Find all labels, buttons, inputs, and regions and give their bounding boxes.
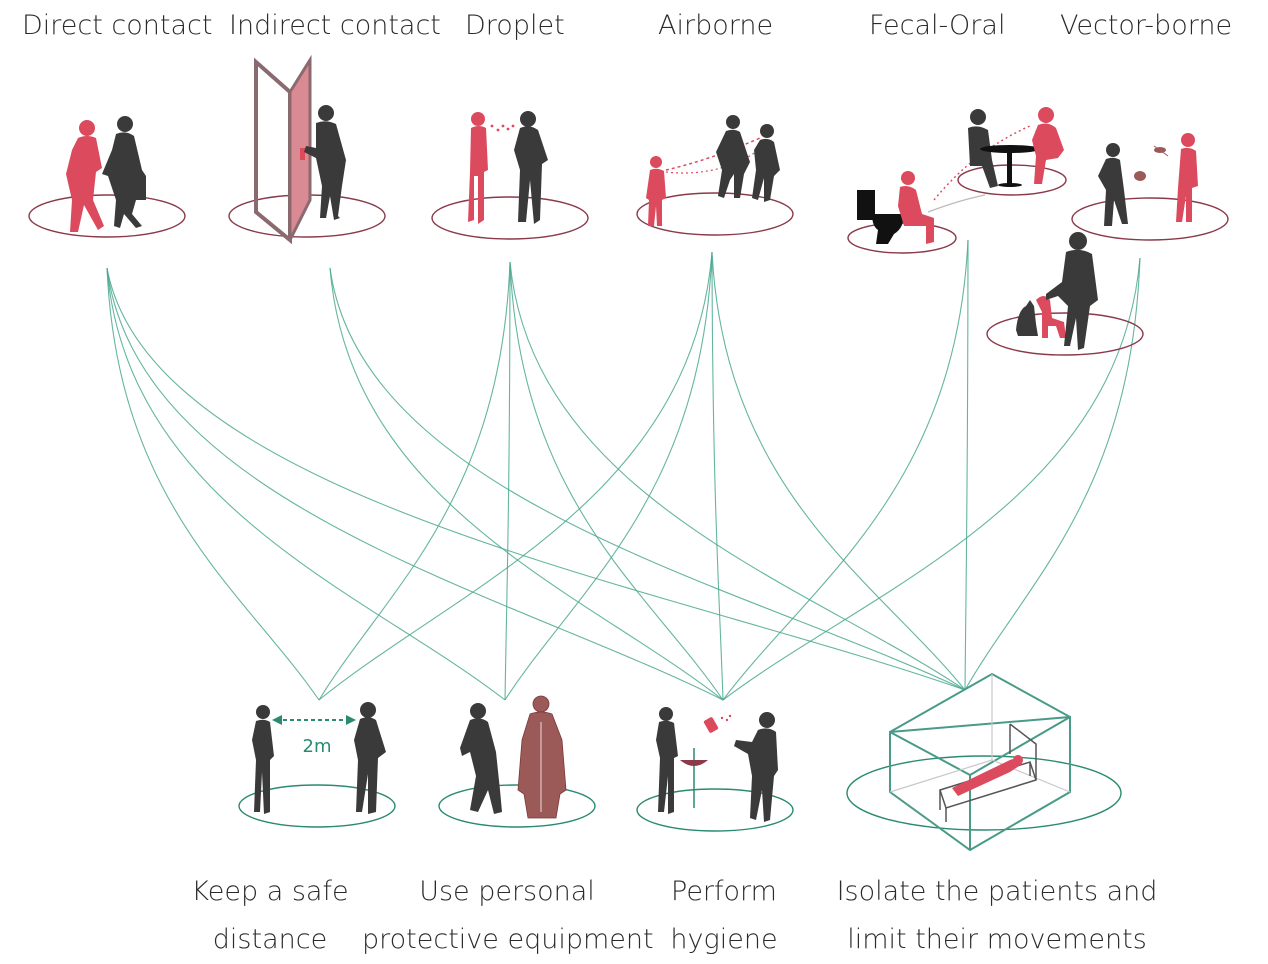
vector-borne-figures	[1098, 133, 1198, 226]
route-rings	[28, 164, 1229, 356]
indirect-contact-figures	[254, 54, 346, 245]
fecal-oral-figures	[857, 107, 1064, 244]
healthy-person-icon	[514, 111, 548, 224]
ring-airborne	[636, 192, 794, 236]
route-label-vector-borne: Vector-borne	[1060, 10, 1233, 41]
infected-person-icon	[646, 156, 666, 226]
route-label-fecal-oral: Fecal-Oral	[869, 10, 1006, 41]
infected-person-icon	[1176, 133, 1198, 222]
distance-marker: 2m	[303, 736, 332, 757]
airborne-figures	[646, 115, 780, 226]
dog-icon	[1036, 296, 1066, 338]
link-indirect-hygiene	[329, 267, 724, 701]
door-icon	[254, 54, 312, 245]
link-airborne-distance	[318, 251, 713, 701]
healthy-person-icon	[304, 105, 346, 220]
ppe-figures	[460, 695, 567, 819]
link-droplet-ppe	[504, 261, 511, 701]
link-vector-hygiene	[722, 257, 1141, 701]
ring-vector-pets	[986, 312, 1144, 356]
infected-person-icon	[898, 171, 934, 244]
intervention-hygiene-line1: Perform	[671, 876, 777, 907]
healthy-person-icon	[968, 109, 998, 188]
healthy-person-icon	[716, 115, 780, 202]
direct-contact-figures	[66, 116, 146, 232]
bed-icon	[939, 723, 1037, 822]
intervention-label-distance: Keep a safe distance	[190, 868, 350, 964]
cat-icon	[1016, 300, 1038, 336]
ppe-suit-icon	[517, 695, 567, 819]
link-droplet-isolate	[509, 261, 966, 691]
link-droplet-distance	[318, 261, 511, 701]
intervention-label-hygiene: Perform hygiene	[660, 868, 788, 964]
link-direct-distance	[106, 267, 320, 701]
link-vector-isolate	[964, 257, 1141, 691]
sink-icon	[680, 748, 708, 808]
link-direct-hygiene	[106, 267, 724, 701]
ring-hygiene	[636, 788, 794, 832]
intervention-isolate-line2: limit their movements	[847, 924, 1147, 955]
healthy-person-icon	[354, 702, 386, 814]
intervention-ppe-line1: Use personal	[419, 876, 595, 907]
link-droplet-hygiene	[509, 261, 724, 701]
mosquito-icon	[1134, 145, 1169, 181]
route-label-droplet: Droplet	[465, 10, 565, 41]
hygiene-figures	[656, 707, 778, 822]
link-indirect-isolate	[329, 267, 966, 691]
patient-icon	[952, 755, 1023, 796]
route-label-airborne: Airborne	[658, 10, 774, 41]
intervention-distance-line2: distance	[212, 924, 328, 955]
intervention-distance-line1: Keep a safe	[191, 876, 349, 907]
intervention-label-isolate: Isolate the patients and limit their mov…	[836, 868, 1158, 964]
intervention-isolate-line1: Isolate the patients and	[836, 876, 1158, 907]
infected-person-icon	[1032, 107, 1064, 184]
vector-pets-figures	[1016, 232, 1098, 350]
infected-person-icon	[468, 112, 488, 224]
link-direct-ppe	[106, 267, 506, 701]
healthy-person-icon	[656, 707, 678, 814]
ring-vector	[1071, 197, 1229, 241]
fecal-transfer-arrow	[927, 194, 986, 213]
ring-direct	[28, 194, 186, 238]
ring-droplet	[431, 196, 589, 240]
link-airborne-isolate	[711, 251, 966, 691]
intervention-label-ppe: Use personal protective equipment	[362, 868, 654, 964]
healthy-person-icon	[102, 116, 146, 228]
healthy-person-icon	[252, 705, 274, 814]
infected-person-icon	[66, 120, 104, 232]
link-direct-isolate	[106, 267, 966, 691]
healthy-person-icon	[1098, 143, 1128, 226]
droplets-icon	[490, 124, 515, 132]
link-fecal-isolate	[964, 239, 969, 691]
intervention-hygiene-line2: hygiene	[670, 924, 778, 955]
intervention-ppe-line2: protective equipment	[362, 924, 654, 955]
link-airborne-ppe	[504, 251, 713, 701]
table-icon	[980, 145, 1040, 187]
ring-ppe	[438, 784, 596, 828]
intervention-rings	[238, 755, 1122, 832]
ring-distance	[238, 784, 396, 828]
healthy-person-icon	[1046, 232, 1098, 350]
healthy-person-icon	[460, 703, 502, 814]
ring-fecal-toilet	[847, 222, 957, 254]
airborne-path-arrow-2	[665, 147, 763, 174]
toilet-icon	[857, 190, 904, 244]
ring-isolate	[846, 755, 1122, 831]
links-layer	[106, 239, 1141, 701]
droplet-figures	[468, 111, 548, 224]
healthy-person-icon	[734, 712, 778, 822]
route-label-indirect: Indirect contact	[229, 10, 441, 41]
link-airborne-hygiene	[711, 251, 724, 701]
isolation-room-icon	[889, 672, 1071, 852]
spray-bottle-icon	[703, 714, 732, 733]
link-fecal-hygiene	[722, 239, 969, 701]
distance-figures: 2m	[252, 702, 386, 814]
route-label-direct: Direct contact	[22, 10, 213, 41]
distance-arrow-icon	[272, 715, 356, 725]
